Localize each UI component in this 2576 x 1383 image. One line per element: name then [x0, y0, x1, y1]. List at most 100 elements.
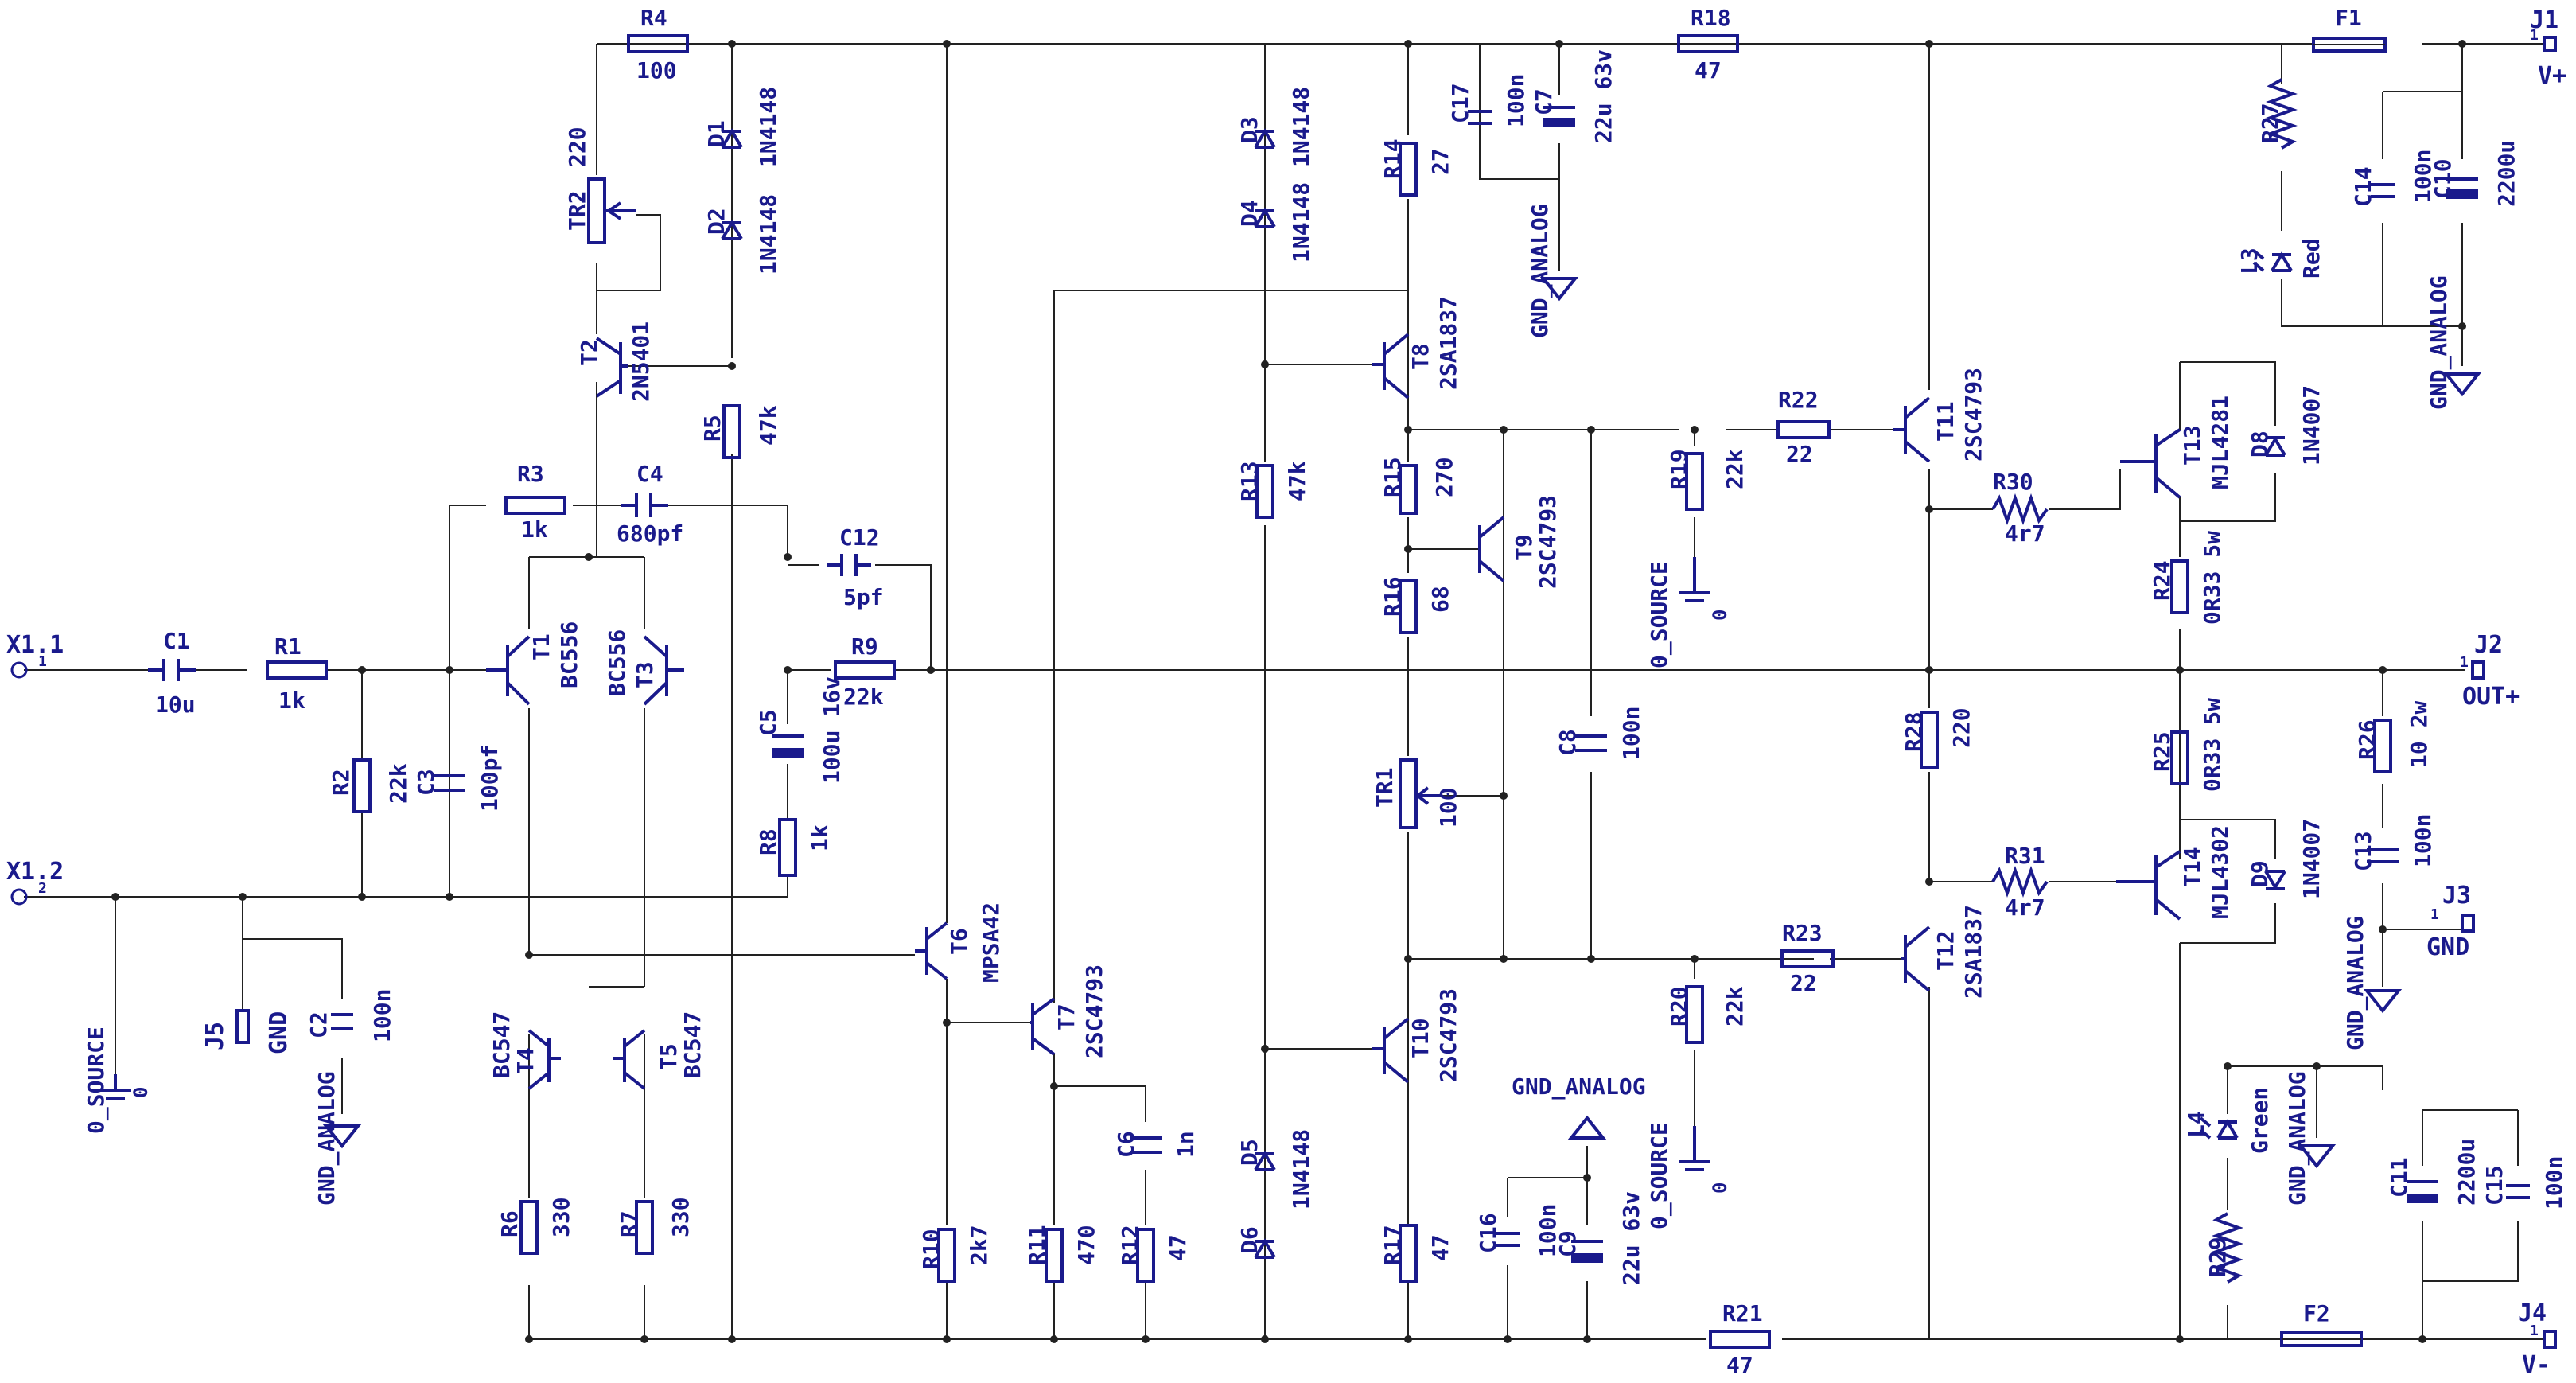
svg-text:BC547: BC547 — [488, 1011, 515, 1078]
svg-text:220: 220 — [564, 127, 590, 167]
svg-text:T6: T6 — [946, 928, 972, 955]
svg-text:47: 47 — [1726, 1352, 1753, 1378]
connector-j3[interactable]: J3 GND 1 — [2426, 882, 2475, 961]
transistor-t8: T8 2SA1837 — [1372, 296, 1461, 399]
junction-dot — [585, 553, 593, 561]
junction-dot — [525, 951, 533, 959]
svg-text:100n: 100n — [1618, 707, 1644, 760]
svg-text:T7: T7 — [1053, 1003, 1080, 1030]
resistor-r21: R21 47 — [1709, 1300, 1771, 1378]
trimmer-tr2[interactable]: TR2 220 — [564, 127, 636, 244]
resistor-r10: R10 2k7 — [918, 1225, 992, 1283]
svg-text:22: 22 — [1786, 441, 1813, 467]
junction-dot — [1404, 955, 1412, 963]
svg-text:J3: J3 — [2442, 882, 2471, 910]
svg-text:R18: R18 — [1691, 5, 1731, 31]
transistor-t11: T11 2SC4793 — [1893, 368, 1986, 463]
connector-j1[interactable]: J1 V+ 1 — [2530, 6, 2566, 90]
svg-text:R30: R30 — [1993, 469, 2033, 495]
svg-text:0: 0 — [130, 1087, 152, 1098]
svg-text:0: 0 — [1709, 610, 1731, 621]
junction-dot — [2379, 666, 2387, 674]
capacitor-c2: C2 100n — [305, 989, 395, 1042]
capacitor-c15: C15 100n — [2481, 1156, 2567, 1210]
resistor-r18: R18 47 — [1677, 5, 1739, 84]
connector-j2[interactable]: J2 OUT+ 1 — [2460, 631, 2520, 711]
svg-text:R1: R1 — [274, 633, 302, 660]
svg-text:330: 330 — [548, 1197, 574, 1237]
svg-text:100n: 100n — [2541, 1156, 2567, 1210]
connector-x11[interactable]: X1.1 1 — [6, 631, 64, 679]
svg-text:1: 1 — [2530, 27, 2539, 44]
junction-dot — [2176, 1335, 2184, 1343]
svg-text:1N4148: 1N4148 — [755, 194, 781, 275]
resistor-r11: R11 470 — [1024, 1225, 1099, 1283]
resistor-r8: R8 1k — [755, 818, 833, 877]
svg-text:C10: C10 — [2430, 158, 2456, 199]
svg-text:J5: J5 — [201, 1022, 229, 1050]
resistor-r27: R27 — [2257, 78, 2298, 150]
svg-text:47: 47 — [1427, 1234, 1453, 1261]
connector-x12[interactable]: X1.2 2 — [6, 858, 64, 906]
svg-text:TR1: TR1 — [1372, 767, 1398, 808]
svg-text:C7: C7 — [1531, 88, 1557, 115]
diode-d2: D2 1N4148 — [703, 194, 781, 275]
svg-text:0R33 5w: 0R33 5w — [2199, 531, 2225, 625]
capacitor-c13: C13 100n — [2350, 814, 2436, 871]
svg-text:GND: GND — [265, 1011, 293, 1054]
svg-text:R28: R28 — [1901, 711, 1927, 752]
svg-text:0_SOURCE: 0_SOURCE — [83, 1027, 109, 1134]
svg-text:1N4148: 1N4148 — [1288, 182, 1314, 263]
svg-text:T14: T14 — [2179, 847, 2205, 887]
fuse-f2: F2 — [2280, 1300, 2363, 1347]
junction-dot — [1587, 955, 1595, 963]
svg-text:R26: R26 — [2354, 719, 2380, 760]
svg-text:C5: C5 — [755, 709, 781, 736]
svg-text:T2: T2 — [576, 339, 602, 366]
resistor-r16: R16 68 — [1379, 576, 1453, 634]
svg-text:R24: R24 — [2149, 560, 2175, 601]
svg-text:BC556: BC556 — [556, 621, 582, 688]
resistor-r29: R29 — [2204, 1212, 2243, 1284]
svg-text:0R33 5w: 0R33 5w — [2199, 698, 2225, 792]
connector-j5[interactable]: J5 GND — [201, 1009, 293, 1054]
svg-text:680pf: 680pf — [617, 520, 683, 547]
ground-analog-input: GND_ANALOG — [313, 1071, 362, 1206]
trimmer-tr1[interactable]: TR1 100 — [1372, 758, 1461, 829]
svg-text:C1: C1 — [163, 628, 190, 654]
resistor-r1: R1 1k — [266, 633, 328, 714]
svg-text:R4: R4 — [640, 5, 667, 31]
svg-text:22u 63v: 22u 63v — [1590, 49, 1617, 143]
svg-text:R15: R15 — [1379, 457, 1406, 497]
ground-analog-c7: GND_ANALOG — [1527, 204, 1579, 338]
svg-text:T9: T9 — [1511, 534, 1537, 561]
svg-text:R23: R23 — [1782, 920, 1823, 946]
transistor-t10: T10 2SC4793 — [1372, 988, 1461, 1084]
svg-text:R5: R5 — [699, 415, 726, 442]
svg-text:R21: R21 — [1722, 1300, 1763, 1327]
transistor-t6: T6 MPSA42 — [915, 902, 1004, 983]
junction-dot — [1925, 505, 1933, 513]
svg-text:2k7: 2k7 — [966, 1225, 992, 1265]
junction-dot — [728, 362, 736, 370]
svg-text:J2: J2 — [2474, 631, 2503, 659]
svg-text:T12: T12 — [1932, 930, 1959, 971]
diode-d6: D6 — [1236, 1226, 1276, 1259]
svg-text:GND_ANALOG: GND_ANALOG — [1527, 204, 1553, 338]
junction-dot — [1142, 1335, 1150, 1343]
svg-text:R2: R2 — [328, 769, 354, 796]
svg-text:R29: R29 — [2204, 1237, 2231, 1277]
diode-d5: D5 1N4148 — [1236, 1129, 1314, 1210]
svg-text:4r7: 4r7 — [2005, 894, 2045, 921]
ground-analog-j3: GND_ANALOG — [2342, 916, 2403, 1050]
junction-dot — [2458, 322, 2466, 330]
capacitor-c5: C5 100u 16v — [755, 676, 845, 784]
transistor-t12: T12 2SA1837 — [1901, 905, 1986, 999]
junction-dot — [358, 666, 366, 674]
svg-text:100n: 100n — [369, 989, 395, 1042]
svg-text:1k: 1k — [278, 688, 305, 714]
junction-dot — [943, 1019, 951, 1027]
svg-text:D3: D3 — [1236, 116, 1263, 143]
connector-j4[interactable]: J4 V- 1 — [2518, 1299, 2557, 1379]
svg-text:GND_ANALOG: GND_ANALOG — [2284, 1071, 2310, 1206]
